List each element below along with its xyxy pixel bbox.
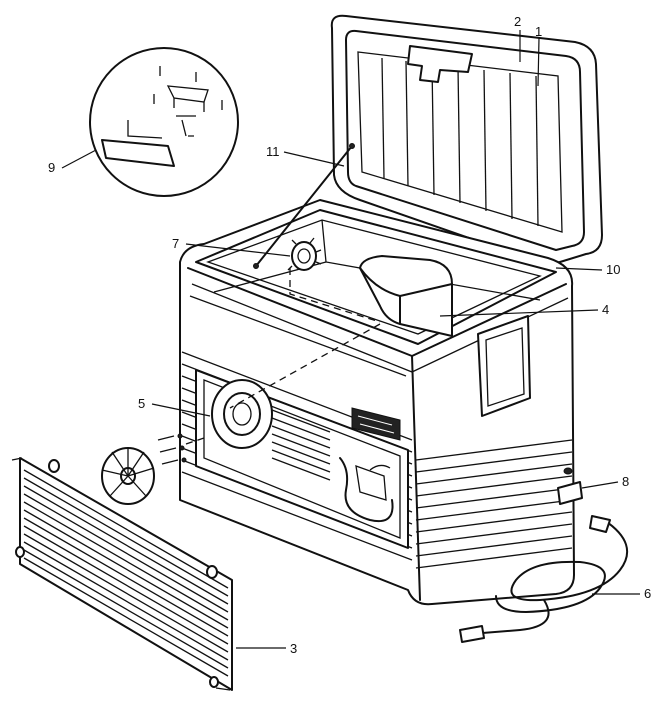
cold-plate-body	[359, 255, 453, 337]
thermostat-knob	[287, 237, 322, 271]
callout-5: 5	[138, 396, 145, 411]
cabinet-body	[179, 199, 583, 606]
callout-8: 8	[622, 474, 629, 489]
callout-6: 6	[644, 586, 651, 601]
callout-10: 10	[606, 262, 620, 277]
divider-rod	[253, 143, 355, 269]
callout-3: 3	[290, 641, 297, 656]
side-ribs	[415, 439, 573, 569]
callout-1: 1	[535, 24, 542, 39]
power-socket	[557, 467, 583, 505]
callout-11: 11	[266, 144, 280, 159]
side-handle	[477, 315, 531, 417]
cold-plate	[359, 255, 453, 337]
leader-1	[537, 37, 540, 87]
callout-9: 9	[48, 160, 55, 175]
leader-11	[283, 151, 345, 167]
cord-plug	[459, 625, 485, 643]
leader-7	[185, 243, 291, 257]
callout-labels: 1 2 3 4 5 6 7 8 9 10 11	[48, 14, 651, 656]
callout-4: 4	[602, 302, 609, 317]
fan-blade	[101, 447, 155, 505]
front-grille	[11, 457, 233, 691]
power-cord	[459, 515, 629, 643]
leader-9	[61, 149, 97, 169]
leader-10	[555, 267, 603, 271]
lid-assembly	[330, 14, 603, 265]
grille-screws	[11, 457, 231, 691]
lid-gasket	[345, 29, 585, 251]
mounting-screws	[157, 433, 187, 465]
lid-outer-shell	[330, 14, 603, 265]
lid-latch	[407, 45, 473, 83]
wiring-harness	[339, 457, 394, 522]
fan-shroud	[211, 379, 273, 449]
leader-lines	[61, 30, 640, 649]
lid-inner-panel	[357, 51, 563, 233]
hardware-inset	[89, 47, 239, 197]
grille-clips	[15, 459, 219, 688]
callout-2: 2	[514, 14, 521, 29]
heat-sink	[271, 409, 331, 481]
leader-5	[151, 403, 211, 417]
grille-slats	[23, 469, 229, 677]
label-plate	[351, 407, 401, 441]
lid-ribs	[381, 57, 539, 227]
inset-circle	[89, 47, 239, 197]
explosion-lines	[185, 268, 381, 445]
leader-4	[439, 309, 599, 317]
cord-connector	[589, 515, 611, 533]
callout-7: 7	[172, 236, 179, 251]
leader-8	[581, 481, 619, 489]
